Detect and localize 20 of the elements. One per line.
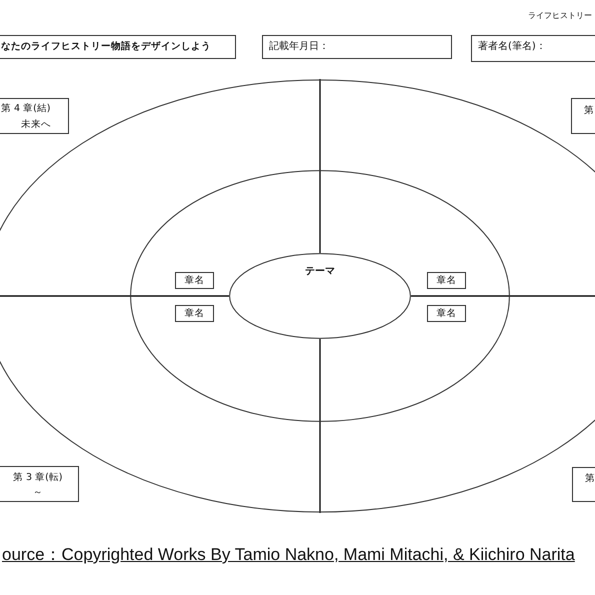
author-field: 著者名(筆名)： bbox=[471, 35, 595, 62]
theme-ellipse bbox=[229, 253, 411, 339]
theme-label: テーマ bbox=[305, 266, 335, 278]
chapter-heading: 第 3 章(転) bbox=[13, 472, 62, 484]
chapter-subtitle: 未来へ bbox=[21, 119, 51, 130]
source-caption: ource：Copyrighted Works By Tamio Nakno, Mami Mitachi, & Kiichiro Narita bbox=[2, 545, 575, 566]
inner-ellipse bbox=[130, 170, 510, 422]
chapter-name-box: 章名 bbox=[175, 305, 214, 322]
chapter-name-box: 章名 bbox=[427, 272, 466, 289]
chapter-box bbox=[0, 98, 69, 134]
chapter-box: 第 bbox=[572, 467, 595, 502]
header-label: ライフヒストリー bbox=[528, 11, 592, 21]
chapter-subtitle: ～ bbox=[33, 487, 43, 498]
title-box: なたのライフヒストリー物語をデザインしよう bbox=[0, 35, 236, 59]
chapter-box: 第 bbox=[571, 98, 595, 134]
chapter-name-box: 章名 bbox=[175, 272, 214, 289]
chapter-name-box: 章名 bbox=[427, 305, 466, 322]
chapter-box bbox=[0, 466, 79, 502]
date-field: 記載年月日： bbox=[262, 35, 452, 59]
chapter-heading: 第 4 章(結) bbox=[1, 103, 50, 114]
